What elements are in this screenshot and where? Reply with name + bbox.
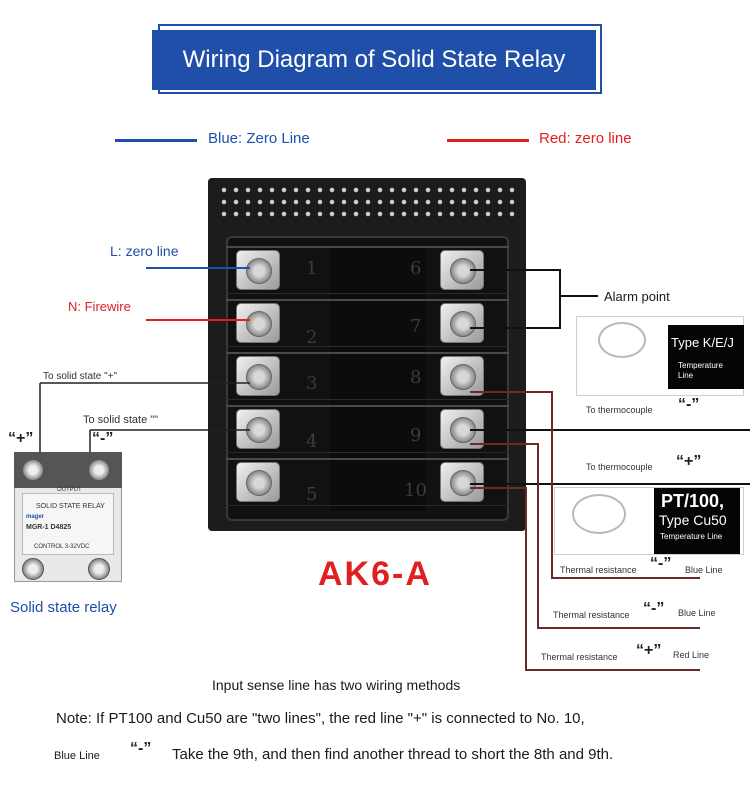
thermocouple-type: Type K/E/J bbox=[671, 335, 734, 350]
thermocouple-minus-mark: “-” bbox=[678, 396, 700, 413]
terminal-number-6: 6 bbox=[410, 258, 422, 279]
legend-red-line bbox=[447, 139, 529, 142]
legend-blue-line bbox=[115, 139, 197, 142]
thermal-row-1-line: Blue Line bbox=[685, 565, 723, 575]
ssr-minus-mark: “-” bbox=[92, 430, 114, 447]
ssr-brand-text: mager bbox=[26, 514, 45, 520]
thermocouple-line-label: Temperature Line bbox=[678, 361, 723, 380]
thermal-row-1-mark: “-” bbox=[650, 555, 672, 572]
terminal-screw-2 bbox=[236, 303, 280, 343]
terminal-number-3: 3 bbox=[306, 373, 318, 394]
l-line-label: L: zero line bbox=[110, 243, 179, 259]
thermocouple-plus-mark: “+” bbox=[676, 453, 702, 470]
ssr-screw-top-left bbox=[22, 459, 44, 481]
thermocouple-probe-coil bbox=[598, 322, 646, 358]
legend-blue-label: Blue: Zero Line bbox=[208, 130, 310, 147]
controller-vents bbox=[218, 184, 516, 220]
thermal-row-1-label: Thermal resistance bbox=[560, 565, 637, 575]
terminal-screw-7 bbox=[440, 303, 484, 343]
model-name: AK6-A bbox=[318, 555, 432, 593]
ssr-label-plate bbox=[22, 493, 114, 555]
thermocouple-plus-label: To thermocouple bbox=[586, 462, 653, 472]
ssr-output-text: OUTPUT bbox=[57, 487, 82, 493]
thermal-row-3-label: Thermal resistance bbox=[541, 652, 618, 662]
terminal-screw-5 bbox=[236, 462, 280, 502]
thermal-wire-3 bbox=[470, 487, 700, 671]
rtd-type-b: Type Cu50 bbox=[659, 512, 727, 528]
ssr-control-text: CONTROL 3-32VDC bbox=[34, 544, 90, 550]
alarm-wire-7 bbox=[470, 295, 598, 329]
rtd-line-label: Temperature Line bbox=[660, 532, 723, 541]
ssr-plus-label: To solid state "+" bbox=[43, 371, 118, 382]
terminal-number-8: 8 bbox=[410, 367, 422, 388]
ssr-minus-label: To solid state "" bbox=[83, 414, 159, 426]
note-line-3-rest: Take the 9th, and then find another thre… bbox=[172, 746, 614, 763]
terminal-divider bbox=[330, 246, 426, 511]
terminal-number-1: 1 bbox=[306, 258, 318, 279]
note-line-1: Input sense line has two wiring methods bbox=[212, 677, 461, 693]
terminal-screw-9 bbox=[440, 409, 484, 449]
terminal-screw-1 bbox=[236, 250, 280, 290]
terminal-row-1 bbox=[226, 246, 509, 294]
terminal-number-2: 2 bbox=[306, 327, 318, 348]
terminal-number-10: 10 bbox=[404, 480, 427, 501]
note-line-3-prefix: Blue Line bbox=[54, 750, 100, 762]
ssr-model-text: MGR-1 D4825 bbox=[26, 524, 72, 531]
ssr-screw-top-right bbox=[88, 459, 110, 481]
legend-red-label: Red: zero line bbox=[539, 130, 632, 147]
thermal-row-2-line: Blue Line bbox=[678, 608, 716, 618]
note-line-3-mark: “-” bbox=[130, 740, 152, 757]
rtd-type-a: PT/100, bbox=[661, 491, 725, 511]
note-line-2: Note: If PT100 and Cu50 are "two lines",… bbox=[56, 710, 585, 727]
alarm-point-label: Alarm point bbox=[604, 289, 670, 304]
terminal-number-7: 7 bbox=[410, 316, 422, 337]
thermal-wire-2 bbox=[470, 443, 700, 629]
terminal-row-2 bbox=[226, 299, 509, 347]
alarm-wire-6 bbox=[470, 269, 561, 296]
terminal-number-9: 9 bbox=[410, 425, 422, 446]
ssr-screw-bottom-right bbox=[88, 558, 110, 580]
terminal-screw-3 bbox=[236, 356, 280, 396]
terminal-row-5 bbox=[226, 458, 509, 506]
diagram-title: Wiring Diagram of Solid State Relay bbox=[152, 30, 596, 90]
thermal-row-2-mark: “-” bbox=[643, 600, 665, 617]
terminal-screw-8 bbox=[440, 356, 484, 396]
ssr-caption: Solid state relay bbox=[10, 599, 117, 616]
rtd-probe-coil bbox=[572, 494, 626, 534]
terminal-number-5: 5 bbox=[306, 484, 318, 505]
thermal-row-3-mark: “+” bbox=[636, 642, 662, 659]
ssr-plus-mark: “+” bbox=[8, 430, 34, 447]
thermal-row-3-line: Red Line bbox=[673, 650, 710, 660]
n-line-label: N: Firewire bbox=[68, 299, 131, 314]
terminal-screw-10 bbox=[440, 462, 484, 502]
rtd-type-tag bbox=[654, 488, 740, 554]
terminal-number-4: 4 bbox=[306, 431, 318, 452]
terminal-row-3 bbox=[226, 352, 509, 400]
terminal-row-4 bbox=[226, 405, 509, 453]
thermal-wire-1 bbox=[470, 391, 700, 579]
thermocouple-minus-label: To thermocouple bbox=[586, 405, 653, 415]
thermal-row-2-label: Thermal resistance bbox=[553, 610, 630, 620]
ssr-screw-bottom-left bbox=[22, 558, 44, 580]
ssr-name-text: SOLID STATE RELAY bbox=[36, 503, 105, 510]
thermocouple-type-tag bbox=[668, 325, 744, 389]
terminal-screw-4 bbox=[236, 409, 280, 449]
